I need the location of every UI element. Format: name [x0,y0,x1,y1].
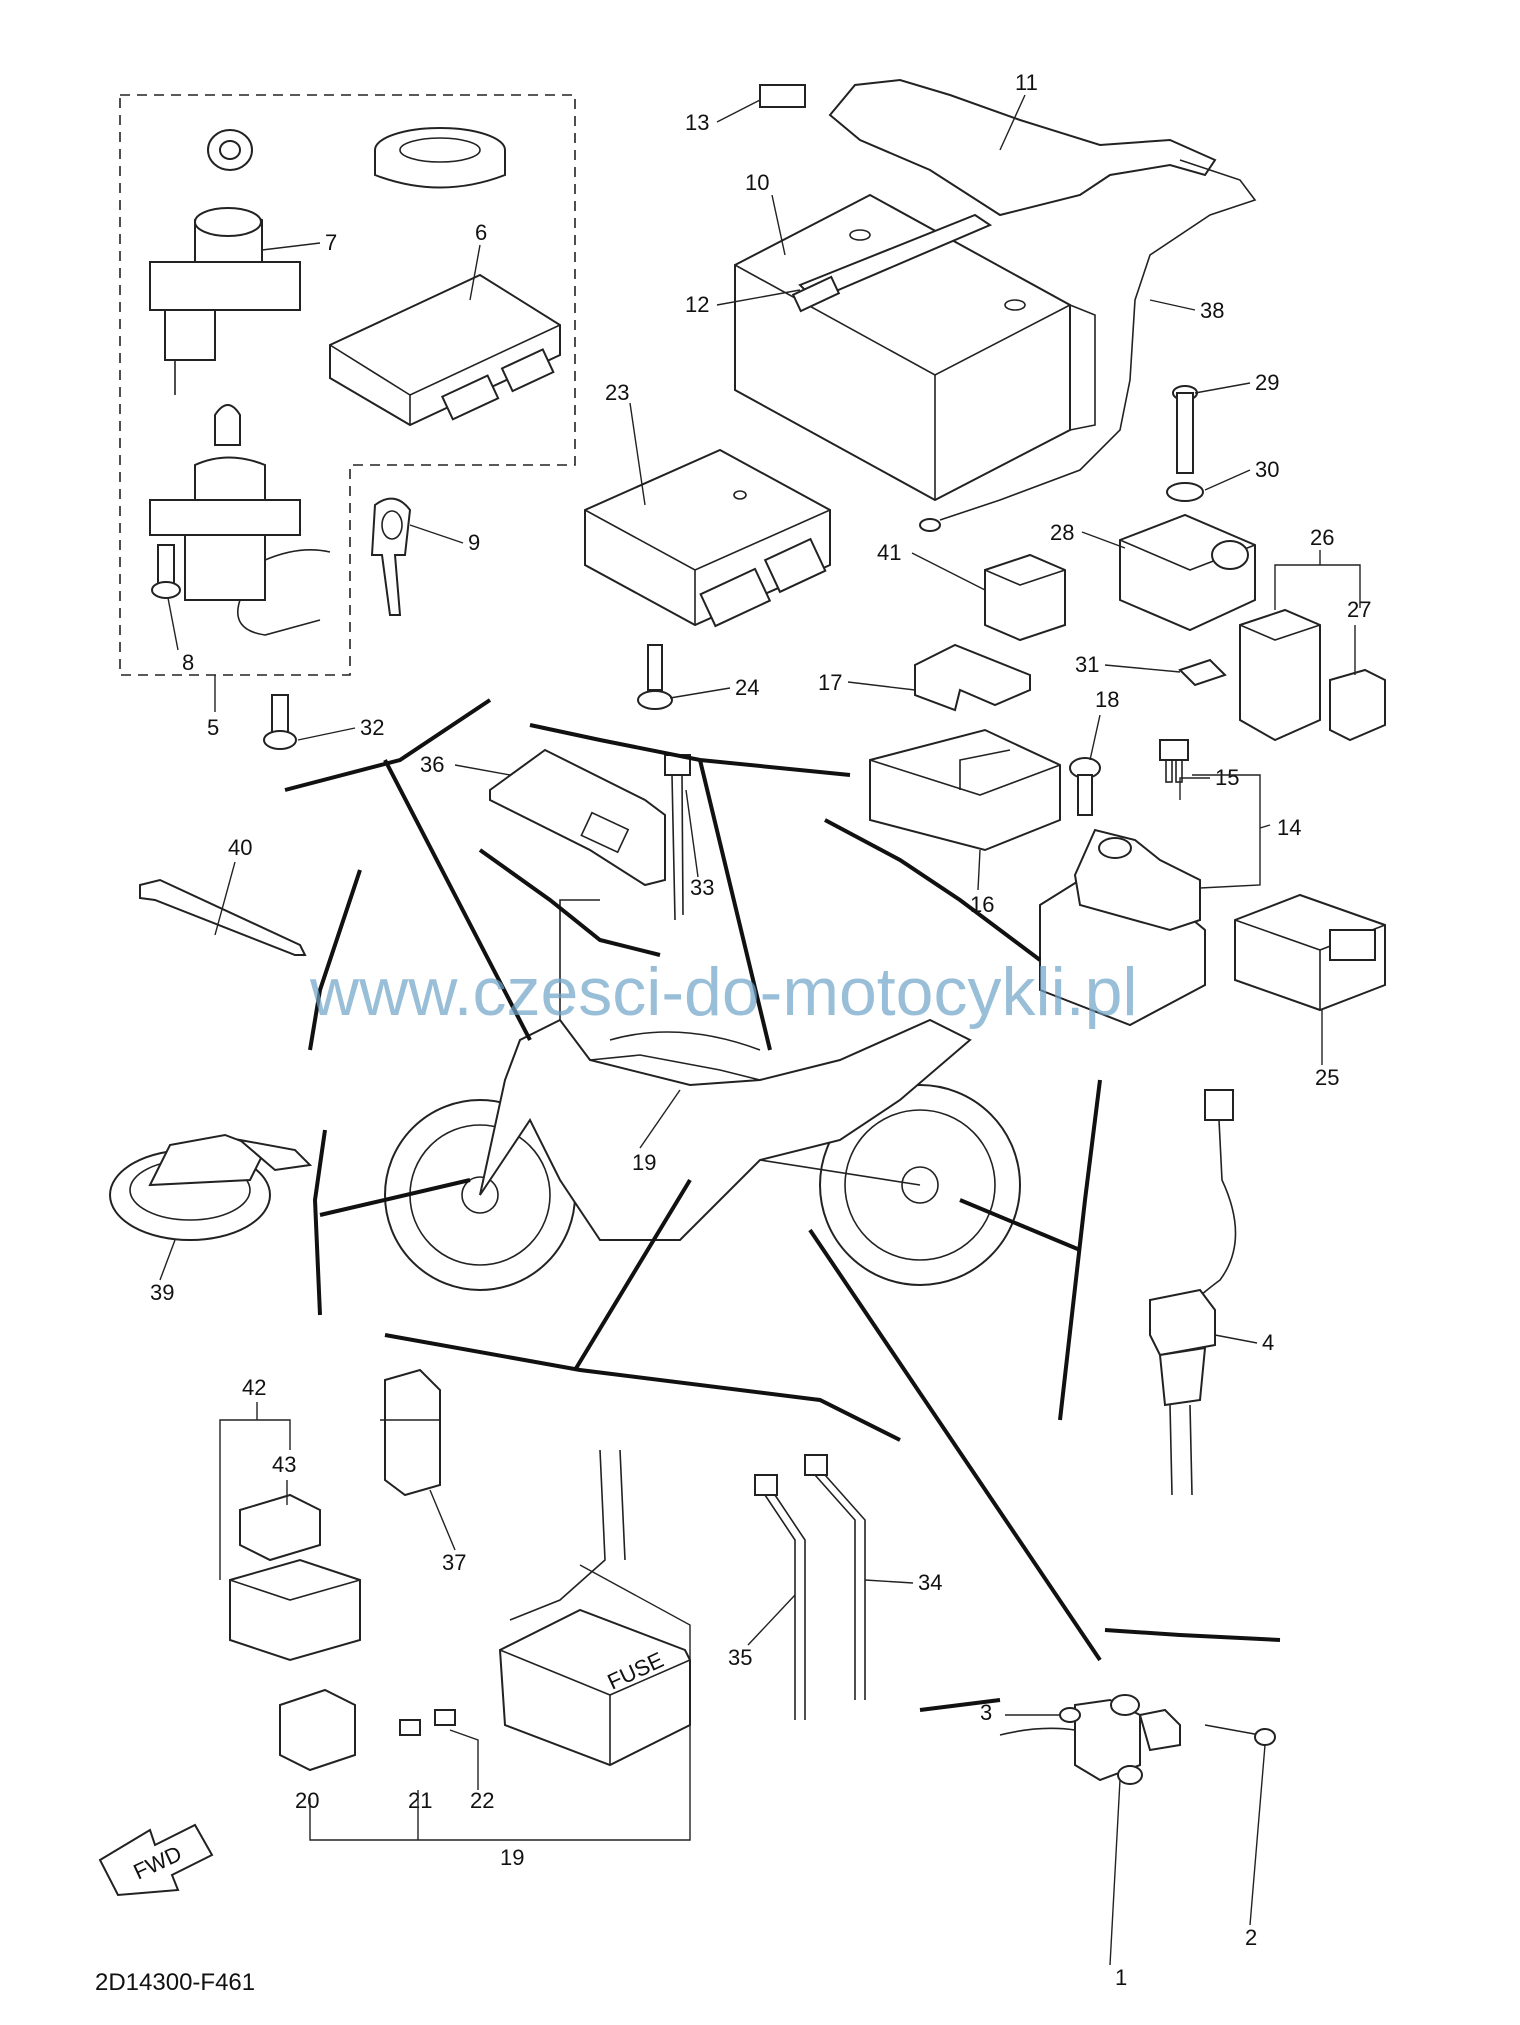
relay-42-icon [229,1493,361,1662]
diagram-code: 2D14300-F461 [95,1969,255,1996]
region-leaders [284,698,1281,1712]
relay-25-icon [1234,893,1386,1012]
bolt-32-icon [263,694,297,750]
fuse-21-icon [399,1719,421,1736]
terminal-cover-13-icon [759,84,806,108]
neutral-switch-icon [1149,1089,1237,1496]
callout-leaders [159,94,1361,1966]
strap-12-icon [791,275,841,313]
callout-8: 8 [182,650,194,675]
battery-icon [734,193,1096,502]
callout-1: 1 [1115,1965,1127,1990]
fuse-holder-36-icon [489,748,666,887]
callout-37: 37 [442,1550,466,1575]
battery-band-icon [828,78,1217,217]
ecu-23-icon [584,448,831,628]
callout-16: 16 [970,892,994,917]
cable-tie-40-icon [139,878,307,956]
fwd-arrow-icon: FWD [98,1823,214,1897]
callout-9: 9 [468,530,480,555]
sensor-1-icon [999,1694,1276,1785]
callout-19: 19 [632,1150,656,1175]
callout-29: 29 [1255,370,1279,395]
relay-20-icon [279,1688,356,1772]
clamp-37-icon [380,1368,441,1497]
callout-30: 30 [1255,457,1279,482]
callout-28: 28 [1050,520,1074,545]
callout-14: 14 [1277,815,1301,840]
callout-21: 21 [408,1788,432,1813]
callout-3: 3 [980,1700,992,1725]
relay-41-icon [984,553,1066,642]
ecu-icon [329,273,561,427]
bolt-29-icon [1172,385,1198,474]
cable-tie-35-icon [754,1474,806,1720]
callout-18: 18 [1095,687,1119,712]
ground-lead-icon [919,159,1257,532]
starter-relay-icon [1039,828,1206,1027]
callout-12: 12 [685,292,709,317]
callout-17: 17 [818,670,842,695]
callout-36: 36 [420,752,444,777]
cable-tie-34-icon [804,1454,866,1700]
relay-28-icon [1119,513,1256,632]
clip-31-icon [1178,658,1227,687]
callout-22: 22 [470,1788,494,1813]
callout-42: 42 [242,1375,266,1400]
washer-30-icon [1166,482,1204,502]
callout-32: 32 [360,715,384,740]
callout-26: 26 [1310,525,1334,550]
callout-15: 15 [1215,765,1239,790]
key-icon [370,497,412,616]
callout-38: 38 [1200,298,1224,323]
callout-33: 33 [690,875,714,900]
callout-25: 25 [1315,1065,1339,1090]
callout-2: 2 [1245,1925,1257,1950]
callout-24: 24 [735,675,759,700]
watermark: www.czesci-do-motocykli.pl [309,954,1138,1030]
callout-23: 23 [605,380,629,405]
cable-tie-33-icon [664,754,691,921]
callout-31: 31 [1075,652,1099,677]
fuse-22-icon [434,1709,456,1726]
callout-41: 41 [877,540,901,565]
callout-5: 5 [207,715,219,740]
callout-11: 11 [1015,70,1038,95]
callout-10: 10 [745,170,769,195]
callout-43: 43 [272,1452,296,1477]
motorcycle-icon [384,899,1021,1291]
relay-26-icon [1239,608,1321,742]
fuse-box-icon: FUSE [498,1449,691,1767]
callout-19-fusebox: 19 [500,1845,524,1870]
ignition-switch-icon [149,129,331,636]
bolt-8-icon [151,544,181,599]
fuse-15-icon [1159,739,1189,783]
callout-7: 7 [325,230,337,255]
bolt-24-icon [637,644,673,710]
callout-13: 13 [685,110,709,135]
callout-34: 34 [918,1570,942,1595]
fuel-cap-lock-icon [374,127,506,189]
relay-27-icon [1329,668,1386,742]
callout-6: 6 [475,220,487,245]
callout-35: 35 [728,1645,752,1670]
cover-17-icon [914,643,1031,712]
callout-40: 40 [228,835,252,860]
callout-20: 20 [295,1788,319,1813]
callout-39: 39 [150,1280,174,1305]
bolt-18-icon [1069,757,1101,816]
horn-icon [109,1133,313,1241]
callout-labels: 1 2 3 4 5 6 7 8 9 10 11 12 13 14 15 16 1… [150,70,1371,1990]
callout-27: 27 [1347,597,1371,622]
callout-4: 4 [1262,1330,1274,1355]
relay-cover-16-icon [869,728,1061,852]
